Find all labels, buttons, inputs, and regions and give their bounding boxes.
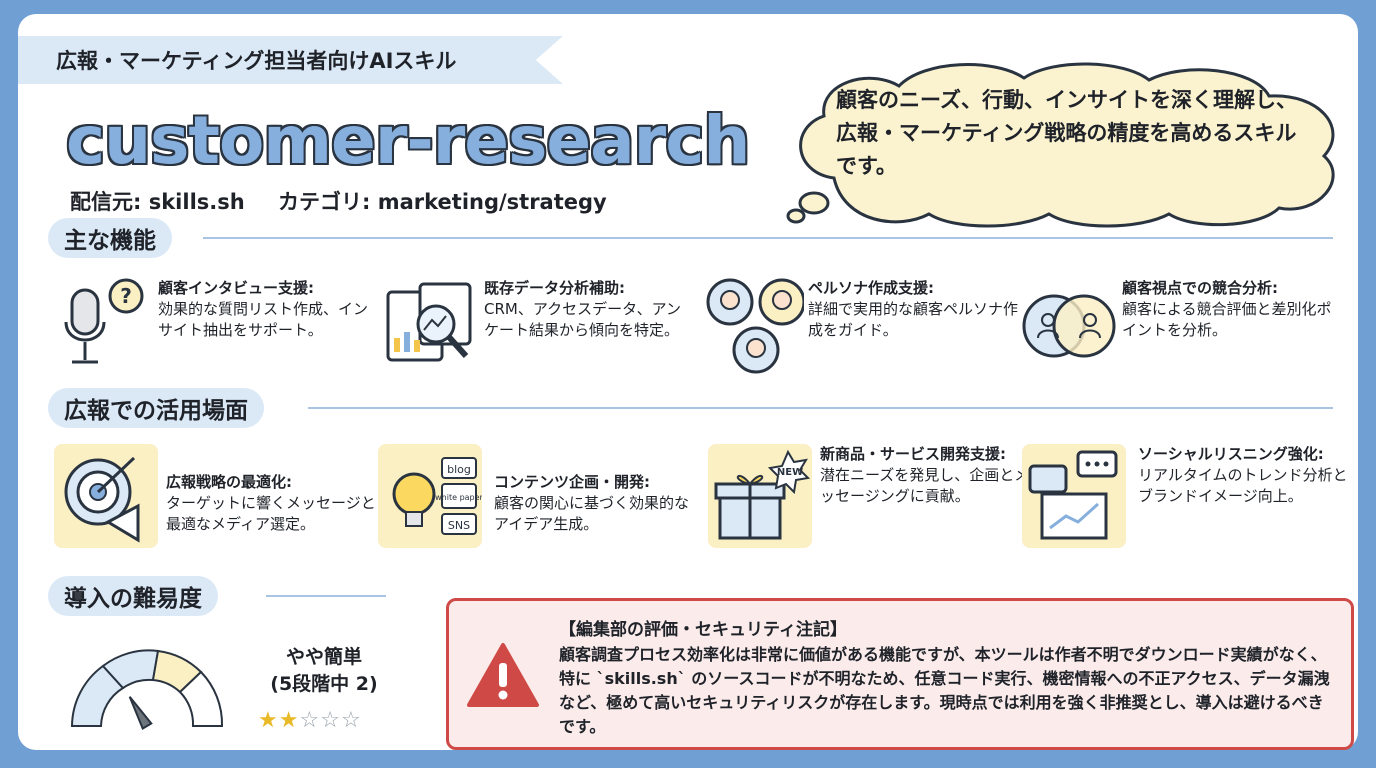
audience-ribbon: 広報・マーケティング担当者向けAIスキル <box>18 36 563 84</box>
svg-text:?: ? <box>120 284 132 308</box>
summary-cloud: 顧客のニーズ、行動、インサイトを深く理解し、広報・マーケティング戦略の精度を高め… <box>766 54 1366 234</box>
feature-text: CRM、アクセスデータ、アンケート結果から傾向を特定。 <box>484 300 682 339</box>
data-magnifier-icon <box>386 282 472 362</box>
infographic-card: 広報・マーケティング担当者向けAIスキル customer-research 配… <box>18 14 1358 750</box>
feature-text: 効果的な質問リスト作成、インサイト抽出をサポート。 <box>158 300 369 339</box>
star-empty-icon: ☆ <box>299 708 321 733</box>
section-divider <box>203 237 1333 239</box>
use-title: 広報戦略の最適化: <box>166 473 292 491</box>
star-filled-icon: ★ <box>258 708 279 733</box>
use-title: コンテンツ企画・開発: <box>494 473 650 491</box>
feature-text: 顧客による競合評価と差別化ポイントを分析。 <box>1122 300 1332 339</box>
star-empty-icon: ☆ <box>340 708 362 733</box>
icon-tile: NEW <box>708 444 812 548</box>
lightbulb-icon: blog white paper SNS <box>392 457 484 535</box>
use-text: 顧客の関心に基づく効果的なアイデア生成。 <box>494 494 690 533</box>
gauge-needle <box>128 696 153 730</box>
difficulty-gauge <box>70 649 224 730</box>
section-features: 主な機能 <box>48 218 172 258</box>
feature-persona: ペルソナ作成支援: 詳細で実用的な顧客ペルソナ作成をガイド。 <box>704 276 1024 386</box>
icon-tile <box>1022 444 1126 548</box>
use-text: ターゲットに響くメッセージと最適なメディア選定。 <box>166 494 376 533</box>
use-content-planning: blog white paper SNS コンテンツ企画・開発: 顧客の関心に基… <box>378 444 698 556</box>
difficulty-level: やや簡単 (5段階中 2) <box>254 644 394 698</box>
use-title: 新商品・サービス開発支援: <box>820 445 1006 463</box>
difficulty-scale: (5段階中 2) <box>270 673 378 695</box>
use-new-product: NEW 新商品・サービス開発支援: 潜在ニーズを発見し、企画とメッセージングに貢… <box>708 444 1030 556</box>
section-difficulty: 導入の難易度 <box>48 576 218 616</box>
use-text: 潜在ニーズを発見し、企画とメッセージングに貢献。 <box>820 466 1030 505</box>
microphone-question-icon: ? <box>64 278 144 364</box>
feature-title: 顧客インタビュー支援: <box>158 279 314 297</box>
warning-body: 顧客調査プロセス効率化は非常に価値がある機能ですが、本ツールは作者不明でダウンロ… <box>559 645 1330 736</box>
warning-title: 【編集部の評価・セキュリティ注記】 <box>559 620 847 640</box>
feature-text: 詳細で実用的な顧客ペルソナ作成をガイド。 <box>808 300 1019 339</box>
feature-competitor: 顧客視点での競合分析: 顧客による競合評価と差別化ポイントを分析。 <box>1018 276 1338 386</box>
use-text: リアルタイムのトレンド分析とブランドイメージ向上。 <box>1138 466 1348 505</box>
star-empty-icon: ☆ <box>320 708 341 733</box>
use-pr-strategy: 広報戦略の最適化: ターゲットに響くメッセージと最適なメディア選定。 <box>54 444 376 556</box>
feature-title: 既存データ分析補助: <box>484 279 625 297</box>
feature-title: ペルソナ作成支援: <box>808 279 934 297</box>
meta-line: 配信元: skills.sh カテゴリ: marketing/strategy <box>70 186 633 216</box>
icon-tile <box>54 444 158 548</box>
page-title: customer-research <box>66 102 750 179</box>
section-divider <box>266 595 386 597</box>
difficulty-stars: ★★☆☆☆ <box>258 708 362 733</box>
source-label: 配信元: skills.sh <box>70 190 245 214</box>
target-megaphone-icon <box>64 456 140 543</box>
new-badge: NEW <box>777 467 803 478</box>
persona-faces-icon <box>706 278 804 374</box>
tag-sns: SNS <box>448 519 470 532</box>
tag-white-paper: white paper <box>435 493 482 502</box>
summary-text: 顧客のニーズ、行動、インサイトを深く理解し、広報・マーケティング戦略の精度を高め… <box>836 88 1297 178</box>
feature-interview: ? 顧客インタビュー支援: 効果的な質問リスト作成、インサイト抽出をサポート。 <box>54 276 374 386</box>
feature-title: 顧客視点での競合分析: <box>1122 279 1278 297</box>
warning-triangle-icon <box>467 643 539 707</box>
category-label: カテゴリ: marketing/strategy <box>278 190 607 214</box>
star-filled-icon: ★ <box>278 708 300 733</box>
use-social-listening: ソーシャルリスニング強化: リアルタイムのトレンド分析とブランドイメージ向上。 <box>1022 444 1348 556</box>
difficulty-label: やや簡単 <box>285 646 362 668</box>
section-uses: 広報での活用場面 <box>48 388 264 428</box>
tag-blog: blog <box>447 463 471 476</box>
security-warning: 【編集部の評価・セキュリティ注記】 顧客調査プロセス効率化は非常に価値がある機能… <box>446 598 1354 750</box>
thought-cloud-icon <box>786 62 1335 228</box>
social-chart-icon <box>1028 450 1118 540</box>
feature-data-analysis: 既存データ分析補助: CRM、アクセスデータ、アンケート結果から傾向を特定。 <box>380 276 700 386</box>
use-title: ソーシャルリスニング強化: <box>1138 445 1324 463</box>
icon-tile: blog white paper SNS <box>378 444 484 548</box>
gift-new-icon: NEW <box>714 449 811 540</box>
venn-users-icon <box>1022 294 1116 358</box>
section-divider <box>308 407 1333 409</box>
